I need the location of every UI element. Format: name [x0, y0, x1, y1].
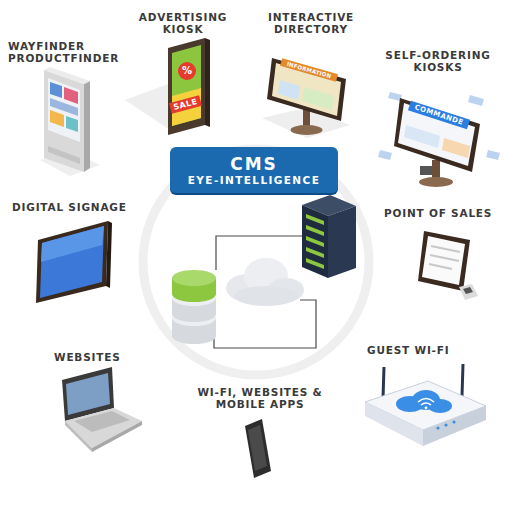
interactive-directory [262, 58, 350, 138]
device-label: INTERACTIVE DIRECTORY [256, 11, 366, 35]
device-label: POINT OF SALES [384, 207, 510, 219]
network-lines [214, 236, 316, 348]
node-subtitle: EYE-INTELLIGENCE [188, 174, 320, 187]
node-title: CMS [230, 154, 278, 174]
device-label: WEBSITES [54, 351, 154, 363]
device-label: WI-FI, WEBSITES & MOBILE APPS [178, 386, 342, 410]
device-label: DIGITAL SIGNAGE [12, 201, 162, 213]
server-rack [302, 195, 356, 278]
cloud-icon [226, 258, 304, 306]
laptop [62, 367, 142, 452]
digital-signage [36, 221, 112, 303]
device-label: ADVERTISING KIOSK [128, 11, 238, 35]
screen-text: % [178, 62, 196, 80]
device-label: WAYFINDER PRODUCTFINDER [8, 40, 132, 64]
point-of-sales [418, 231, 478, 300]
advertising-kiosk [125, 38, 210, 135]
self-ordering-kiosk [378, 92, 500, 187]
mobile-phone [245, 419, 271, 478]
wifi-router [365, 364, 486, 446]
device-label: GUEST WI-FI [367, 344, 487, 356]
device-label: SELF-ORDERING KIOSKS [374, 49, 502, 73]
database-icon [172, 270, 216, 344]
cms-banner: CMSEYE-INTELLIGENCE [170, 147, 338, 193]
wayfinder-kiosk [40, 67, 100, 176]
